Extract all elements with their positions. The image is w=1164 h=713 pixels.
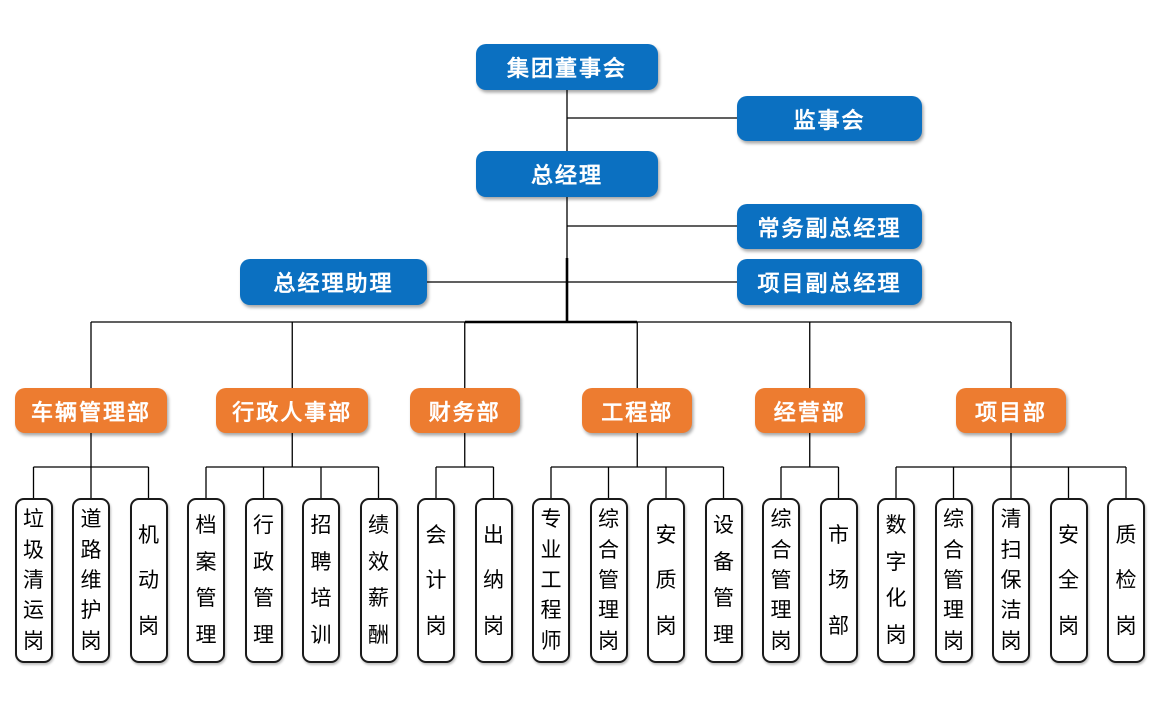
- node-label: 会计岗: [425, 523, 447, 638]
- node-label: 招聘培训: [310, 514, 332, 647]
- node-label: 清扫保洁岗: [1000, 508, 1022, 653]
- node-label: 工程部: [601, 399, 674, 425]
- node-dept-finance: 财务部: [409, 388, 520, 433]
- node-label: 集团董事会: [506, 56, 627, 81]
- node-label: 绩效薪酬: [368, 514, 389, 647]
- node-dept-project: 项目部: [956, 388, 1066, 433]
- node-label: 垃圾清运岗: [23, 508, 44, 653]
- node-label: 监事会: [793, 107, 866, 133]
- node-executive-deputy-gm: 常务副总经理: [737, 204, 922, 249]
- node-label: 道路维护岗: [80, 508, 102, 653]
- node-dept-engineering: 工程部: [582, 388, 693, 433]
- node-position: 档案管理: [187, 498, 225, 663]
- node-label: 安全岗: [1058, 523, 1079, 638]
- node-position: 绩效薪酬: [359, 498, 398, 663]
- node-label: 综合管理岗: [598, 508, 619, 653]
- node-label: 项目部: [974, 399, 1047, 425]
- node-dept-admin-hr: 行政人事部: [216, 388, 369, 433]
- node-label: 行政人事部: [232, 399, 353, 425]
- node-position: 数字化岗: [877, 498, 915, 663]
- node-position: 综合管理岗: [762, 498, 800, 663]
- node-label: 综合管理岗: [943, 508, 964, 653]
- node-position: 清扫保洁岗: [992, 498, 1030, 663]
- node-position: 专业工程师: [532, 498, 570, 663]
- node-label: 经营部: [773, 399, 846, 425]
- node-label: 车辆管理部: [30, 399, 151, 425]
- node-position: 道路维护岗: [72, 498, 110, 663]
- node-position: 安质岗: [647, 498, 685, 663]
- node-position: 综合管理岗: [589, 498, 628, 663]
- node-position: 会计岗: [417, 498, 455, 663]
- node-label: 总经理: [530, 163, 603, 188]
- node-supervisory-board: 监事会: [737, 96, 922, 141]
- node-project-deputy-gm: 项目副总经理: [737, 259, 922, 305]
- node-label: 机动岗: [138, 523, 159, 638]
- node-label: 出纳岗: [483, 523, 504, 638]
- node-position: 出纳岗: [474, 498, 513, 663]
- node-label: 项目副总经理: [757, 271, 902, 296]
- node-label: 行政管理: [253, 514, 274, 647]
- node-position: 机动岗: [129, 498, 168, 663]
- node-gm-assistant: 总经理助理: [240, 259, 427, 305]
- node-position: 设备管理: [704, 498, 743, 663]
- node-group-board: 集团董事会: [476, 44, 658, 90]
- node-position: 垃圾清运岗: [14, 498, 53, 663]
- node-position: 综合管理岗: [934, 498, 973, 663]
- node-label: 财务部: [428, 399, 501, 425]
- node-general-manager: 总经理: [476, 151, 658, 197]
- node-label: 专业工程师: [540, 508, 562, 653]
- node-label: 档案管理: [195, 514, 217, 647]
- node-position: 市场部: [819, 498, 858, 663]
- node-position: 质检岗: [1107, 498, 1145, 663]
- node-dept-vehicle-management: 车辆管理部: [15, 388, 167, 433]
- node-label: 安质岗: [655, 523, 677, 638]
- node-position: 招聘培训: [302, 498, 340, 663]
- node-label: 总经理助理: [273, 271, 394, 296]
- node-dept-business: 经营部: [754, 388, 865, 433]
- node-position: 安全岗: [1049, 498, 1088, 663]
- node-label: 综合管理岗: [770, 508, 792, 653]
- node-label: 质检岗: [1115, 523, 1137, 638]
- node-label: 常务副总经理: [757, 215, 902, 241]
- node-label: 市场部: [828, 523, 849, 638]
- node-position: 行政管理: [244, 498, 283, 663]
- node-label: 数字化岗: [885, 514, 907, 647]
- node-label: 设备管理: [713, 514, 734, 647]
